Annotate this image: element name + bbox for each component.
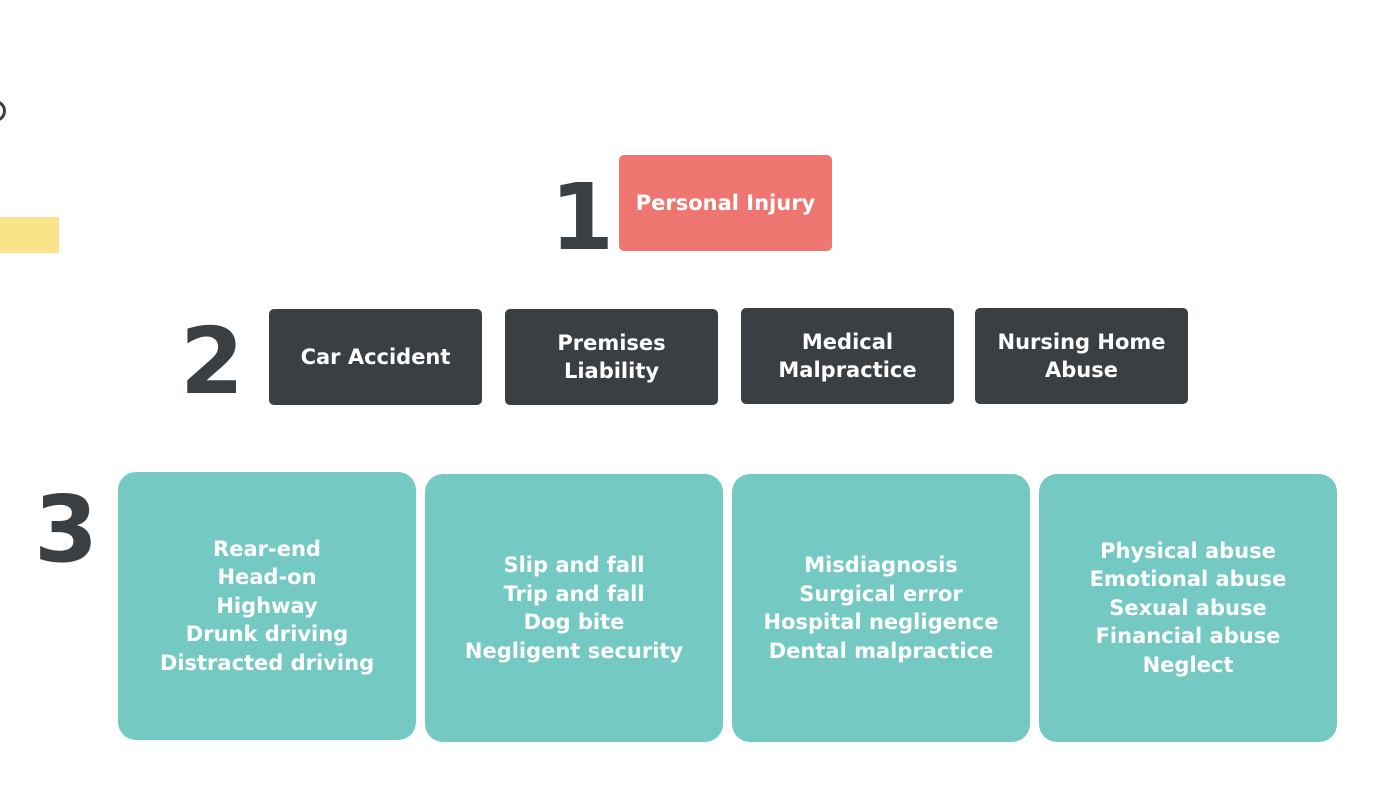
subcategory-item: Financial abuse — [1095, 624, 1281, 649]
category-node-car-accident: Car Accident — [269, 309, 482, 405]
subcategory-node-premises-liability: Slip and fall Trip and fall Dog bite Neg… — [425, 474, 723, 742]
subcategory-item: Misdiagnosis — [804, 553, 958, 577]
category-node-label: Car Accident — [300, 345, 451, 369]
category-node-label: Nursing Home Abuse — [997, 330, 1166, 382]
category-node-medical-malpractice: Medical Malpractice — [741, 308, 954, 404]
category-node-premises-liability: Premises Liability — [505, 309, 718, 405]
subcategory-item: Dog bite — [523, 610, 625, 634]
level-number-3: 3 — [34, 476, 99, 583]
root-node-personal-injury: Personal Injury — [619, 155, 832, 251]
subcategory-item: Drunk driving — [185, 622, 349, 647]
subcategory-node-medical-malpractice: Misdiagnosis Surgical error Hospital neg… — [732, 474, 1030, 742]
subcategory-item: Highway — [216, 593, 318, 618]
subcategory-node-car-accident: Rear-end Head-on Highway Drunk driving D… — [118, 472, 416, 740]
subcategory-item: Emotional abuse — [1089, 567, 1287, 592]
level-number-2: 2 — [180, 308, 245, 415]
edge-partial-glyph — [0, 100, 6, 122]
subcategory-item: Negligent security — [464, 638, 684, 663]
subcategory-item: Sexual abuse — [1109, 595, 1267, 620]
subcategory-item: Trip and fall — [503, 581, 645, 606]
category-node-nursing-home-abuse: Nursing Home Abuse — [975, 308, 1188, 404]
root-node-label: Personal Injury — [635, 191, 816, 215]
subcategory-item: Distracted driving — [159, 650, 375, 675]
subcategory-item: Slip and fall — [503, 553, 645, 577]
subcategory-item: Physical abuse — [1100, 538, 1276, 563]
subcategory-item: Neglect — [1142, 652, 1234, 677]
category-node-label: Premises Liability — [557, 331, 666, 383]
subcategory-item: Head-on — [217, 565, 317, 590]
subcategory-item: Dental malpractice — [768, 638, 994, 663]
subcategory-item: Surgical error — [799, 581, 963, 606]
category-node-label: Medical Malpractice — [778, 330, 917, 382]
yellow-accent-bar — [0, 217, 59, 253]
subcategory-item: Rear-end — [213, 536, 321, 561]
subcategory-node-nursing-home-abuse: Physical abuse Emotional abuse Sexual ab… — [1039, 474, 1337, 742]
subcategory-item: Hospital negligence — [763, 610, 999, 634]
level-number-1: 1 — [550, 164, 615, 271]
